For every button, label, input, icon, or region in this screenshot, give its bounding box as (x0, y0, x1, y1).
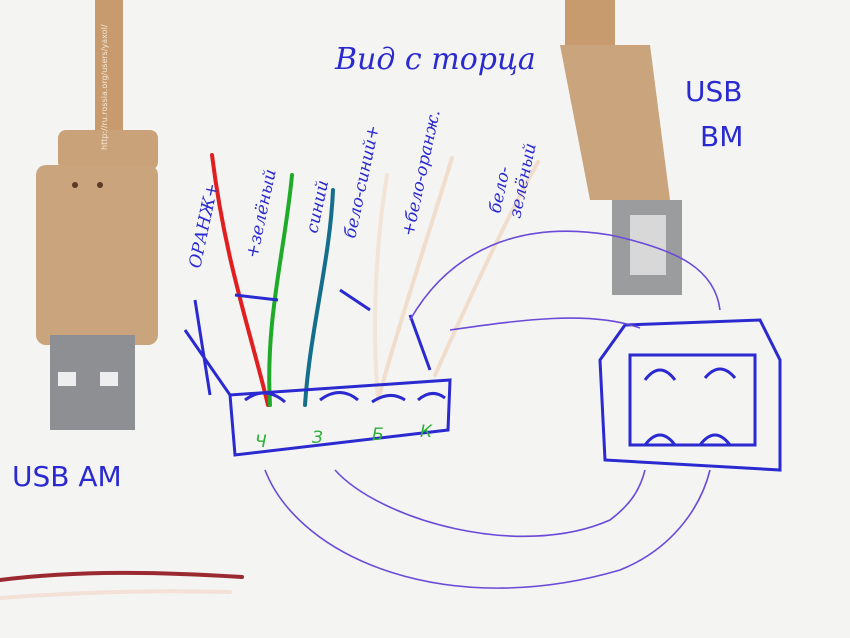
pin-label-4: К (420, 422, 433, 442)
usb-bm-label-line2: BM (700, 120, 744, 153)
pin-label-2: З (312, 428, 323, 448)
wires (0, 153, 540, 600)
watermark: http://ru.rossia.org/users/yaxol/ (100, 24, 109, 151)
diagram-title: Вид с торца (335, 42, 536, 77)
socket-a-sketch (183, 288, 452, 457)
socket-b-sketch (598, 318, 782, 472)
pin-label-3: Б (372, 425, 384, 445)
connection-arrows (264, 230, 721, 589)
usb-bm-label-line1: USB (685, 75, 743, 108)
pin-label-1: Ч (255, 432, 267, 452)
usb-am-plug (36, 0, 158, 430)
usb-am-label: USB AM (12, 460, 122, 493)
usb-bm-plug (560, 0, 682, 295)
